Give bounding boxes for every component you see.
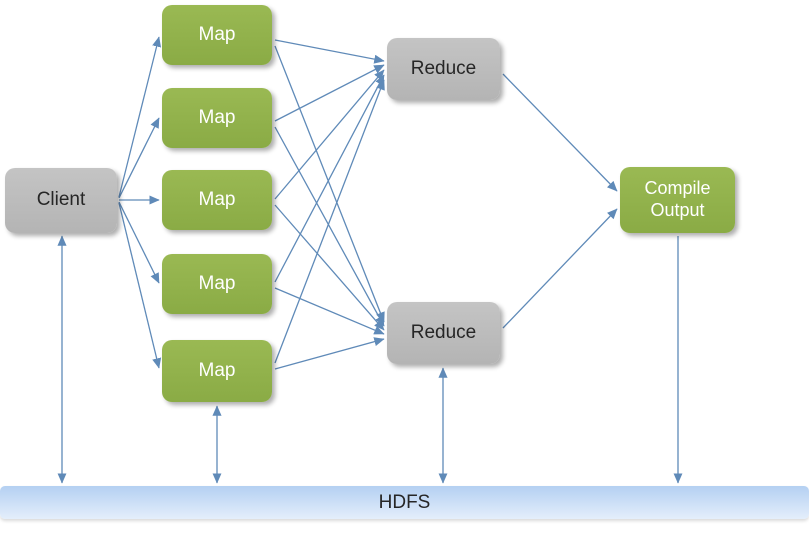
arrow-map4-reduce-bottom (274, 287, 385, 335)
arrow-map2-reduce-top (274, 64, 385, 122)
arrow-client-map5 (118, 202, 162, 369)
arrow-map5-reduce-top (274, 79, 385, 364)
node-reduce-bottom-label: Reduce (410, 321, 477, 343)
node-map-1: Map (162, 5, 272, 65)
arrow-map3-reduce-top (274, 69, 385, 200)
arrow-client-map4 (118, 201, 160, 284)
node-reduce-top-label: Reduce (410, 57, 477, 79)
node-map-2: Map (162, 88, 272, 148)
node-map-4: Map (162, 254, 272, 314)
node-compile-output: Compile Output (620, 167, 735, 233)
node-map-2-label: Map (198, 106, 236, 128)
node-map-5: Map (162, 340, 272, 402)
arrow-map1-reduce-top (274, 39, 385, 64)
arrow-map5-reduce-bottom (274, 337, 385, 370)
arrow-reduce-top-compile (502, 73, 618, 192)
node-map-5-label: Map (198, 359, 236, 381)
arrow-client-map1 (118, 36, 162, 198)
node-compile-output-label: Compile Output (644, 178, 711, 220)
arrow-map4-reduce-top (274, 74, 385, 283)
arrow-map3-reduce-bottom (274, 204, 385, 331)
node-client: Client (5, 168, 117, 233)
node-client-label: Client (36, 189, 86, 211)
node-map-3: Map (162, 170, 272, 230)
node-reduce-bottom: Reduce (387, 302, 500, 364)
arrow-map1-reduce-bottom (274, 45, 385, 323)
node-map-1-label: Map (198, 23, 236, 45)
node-hdfs: HDFS (0, 486, 809, 519)
arrow-reduce-bottom-compile (502, 208, 618, 329)
node-reduce-top: Reduce (387, 38, 500, 100)
node-map-3-label: Map (198, 188, 236, 210)
arrow-map2-reduce-bottom (274, 126, 385, 327)
node-hdfs-label: HDFS (378, 491, 431, 513)
node-map-4-label: Map (198, 272, 236, 294)
arrow-client-map2 (118, 117, 160, 199)
